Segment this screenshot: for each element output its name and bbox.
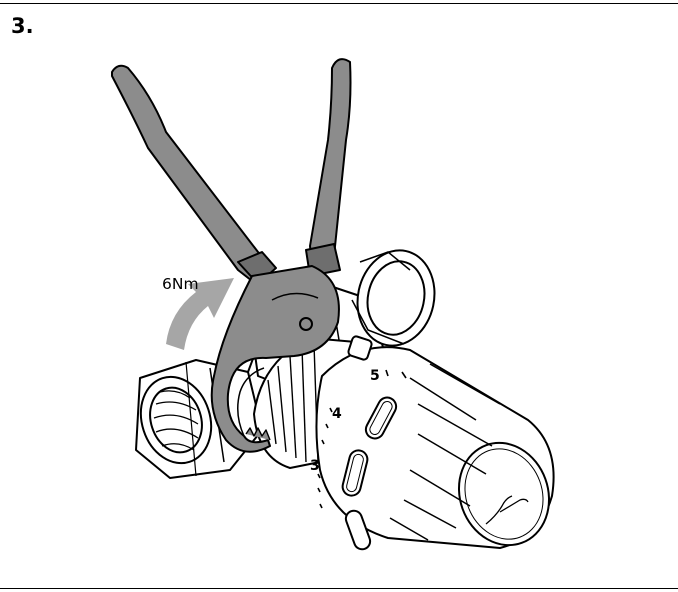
curved-rotation-arrow-icon: [166, 278, 234, 350]
step-number: 3.: [11, 14, 34, 38]
pliers-wrench: [111, 58, 352, 453]
dial-label-5: 5: [370, 368, 380, 384]
pipe-nut: [135, 339, 263, 479]
dial-label-3: 3: [310, 458, 320, 474]
danfoss-logo: [485, 495, 529, 525]
thermostat-head: [253, 335, 555, 551]
torque-label: 6Nm: [162, 275, 199, 293]
top-divider: [0, 3, 678, 4]
valve-cap-ring: [351, 249, 436, 347]
bottom-divider: [0, 588, 678, 589]
dial-label-4: 4: [332, 406, 342, 422]
